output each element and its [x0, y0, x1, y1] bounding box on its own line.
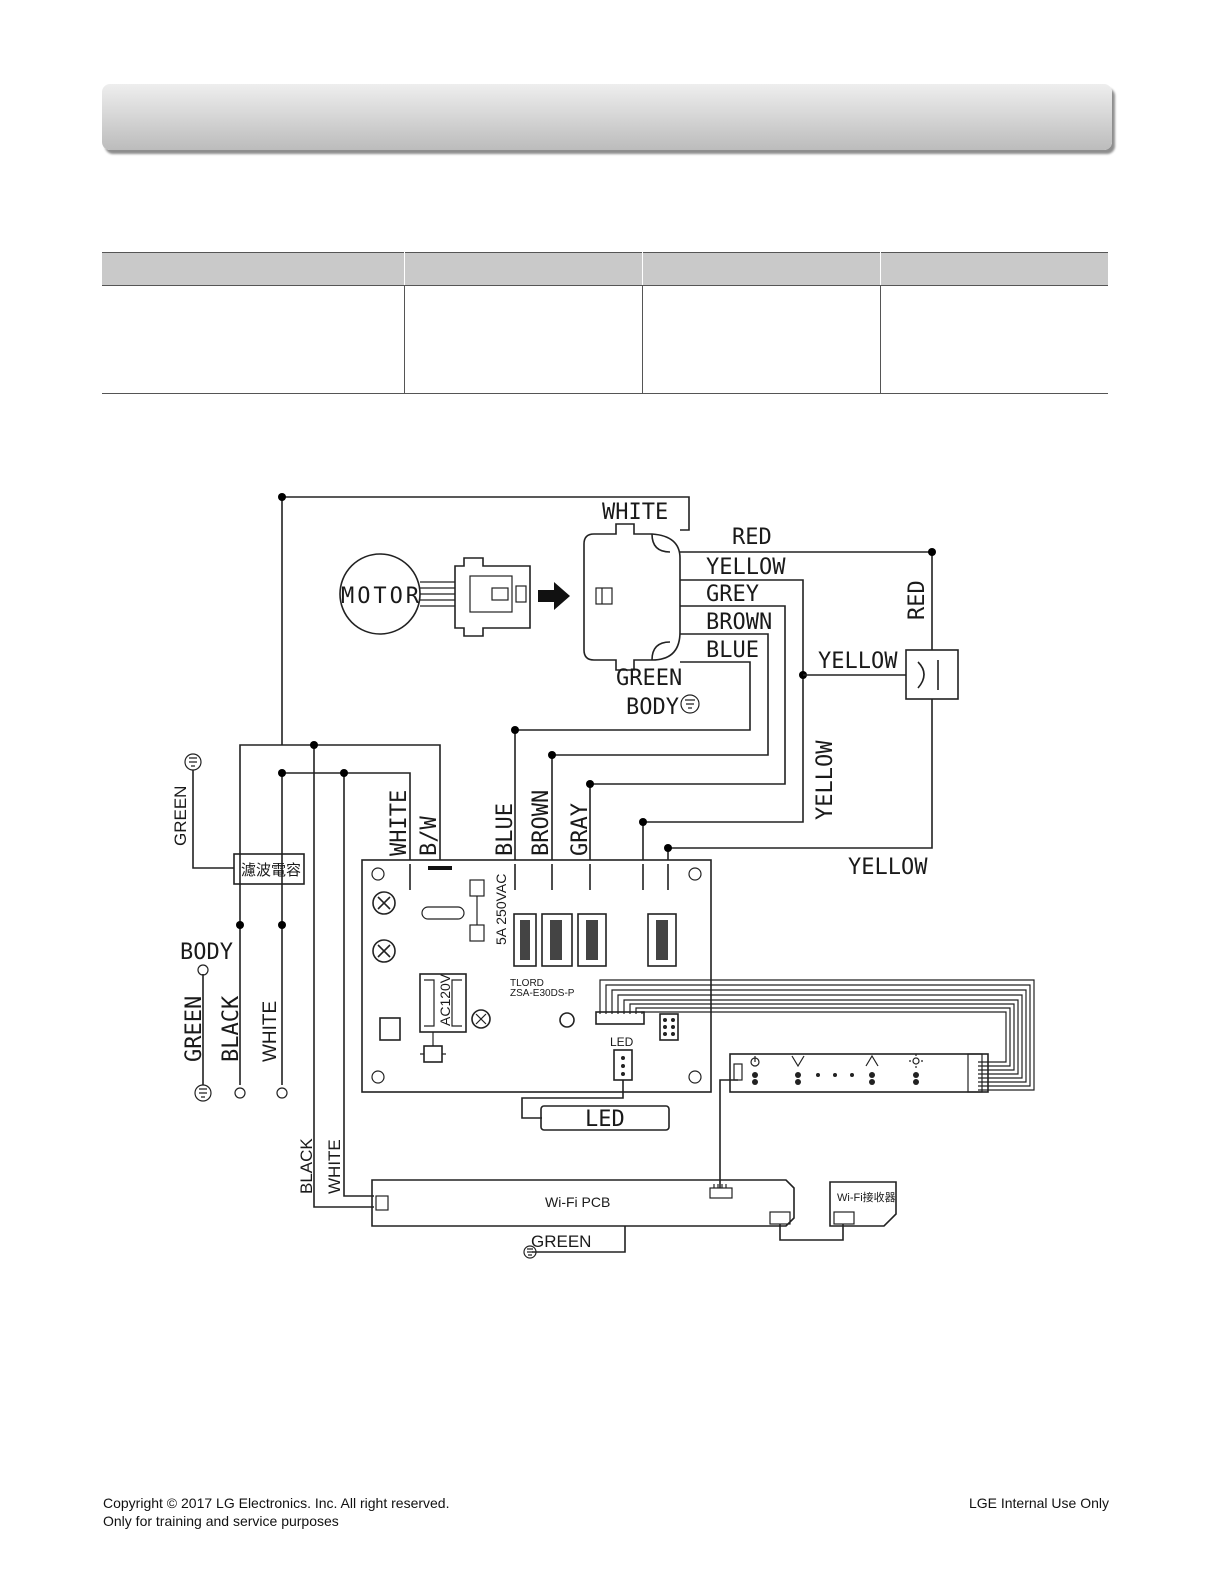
led-wire: [521, 1080, 624, 1119]
label-wifi-white: WHITE: [325, 1139, 344, 1194]
label-yellow-lower: YELLOW: [848, 855, 928, 880]
label-wifi-black: BLACK: [297, 1138, 316, 1194]
arrow-right-icon: [538, 582, 570, 610]
grey-wire: [589, 605, 786, 860]
footer-left: Copyright © 2017 LG Electronics. Inc. Al…: [103, 1494, 449, 1530]
pcb-model: ZSA-E30DS-P: [510, 988, 575, 999]
label-white-bottom: WHITE: [260, 1001, 281, 1062]
table-row: [102, 285, 1108, 394]
footer-training: Only for training and service purposes: [103, 1513, 339, 1529]
table-header-cell: [404, 252, 643, 286]
label-green: GREEN: [616, 666, 682, 691]
label-body-left: BODY: [180, 940, 233, 965]
motor-connector: [583, 523, 681, 671]
footer-copyright: Copyright © 2017 LG Electronics. Inc. Al…: [103, 1495, 450, 1511]
label-pcb-brown: BROWN: [529, 790, 554, 856]
screw-icon: [372, 939, 396, 963]
section-header-bar: [102, 84, 1112, 150]
panel-to-wifi-wire: [719, 1079, 738, 1188]
wifi-pcb: Wi-Fi PCB: [371, 1179, 795, 1227]
fuse-rating: 5A 250VAC: [493, 874, 509, 945]
transformer-label: AC120V: [437, 973, 453, 1026]
table-cell: [102, 285, 405, 394]
wifi-pcb-label: Wi-Fi PCB: [545, 1194, 610, 1210]
run-capacitor: [905, 649, 959, 700]
label-pcb-white: WHITE: [387, 790, 412, 856]
table-cell: [880, 285, 1108, 394]
ground-icon: [184, 753, 202, 771]
yellow-wire: [642, 579, 804, 860]
white-wire-loop: [281, 496, 690, 745]
label-body: BODY: [626, 695, 679, 720]
motor: MOTOR: [339, 553, 531, 637]
label-pcb-blue: BLUE: [493, 803, 518, 856]
table-header-cell: [102, 252, 405, 286]
spec-table: [102, 252, 1108, 394]
label-pcb-bw: B/W: [417, 816, 442, 856]
label-brown: BROWN: [706, 610, 772, 635]
pcb-maker: TLORD: [510, 978, 544, 989]
label-cap-yellow: YELLOW: [818, 649, 898, 674]
filter-capacitor-label: 濾波電容: [241, 862, 301, 879]
screw-icon: [372, 891, 396, 915]
led-header-label: LED: [610, 1035, 634, 1049]
table-header-cell: [880, 252, 1108, 286]
yellow-return-wire: [667, 699, 933, 860]
ground-icon: [523, 1245, 537, 1259]
black-wifi-wire: [313, 745, 374, 1208]
green-ground-wire: [192, 770, 234, 869]
motor-leads: [420, 581, 455, 607]
wifi-receiver-label: Wi-Fi接收器: [837, 1190, 896, 1204]
label-wifi-green: GREEN: [531, 1232, 591, 1251]
label-green-bottom: GREEN: [182, 996, 207, 1062]
wifi-receiver: Wi-Fi接收器: [829, 1181, 897, 1227]
screw-icon: [471, 1009, 491, 1029]
label-white: WHITE: [602, 500, 668, 525]
motor-label: MOTOR: [341, 584, 420, 609]
ground-icon: [680, 694, 700, 714]
table-header-row: [102, 252, 1108, 286]
ground-icon: [194, 1084, 212, 1102]
label-yellow: YELLOW: [706, 555, 786, 580]
power-icon: [750, 1056, 760, 1067]
label-grey: GREY: [706, 582, 759, 607]
led-box: [540, 1105, 670, 1131]
chevron-down-icon: [791, 1055, 805, 1068]
label-cap-red: RED: [905, 580, 930, 620]
junction-dot: [278, 493, 286, 501]
motor-plug: [454, 557, 531, 637]
label-pcb-gray: GRAY: [568, 803, 593, 856]
led-box-label: LED: [585, 1107, 625, 1132]
pcb-terminals: [409, 864, 669, 890]
label-black: BLACK: [219, 995, 244, 1062]
white-wifi-wire: [343, 773, 374, 1197]
light-icon: [909, 1054, 923, 1068]
motor-plug-window: [469, 575, 513, 613]
label-green-left: GREEN: [171, 786, 190, 846]
footer-internal: LGE Internal Use Only: [968, 1495, 1109, 1511]
chevron-up-icon: [865, 1054, 879, 1067]
table-cell: [404, 285, 643, 394]
blue-wire: [514, 661, 751, 860]
table-header-cell: [642, 252, 881, 286]
label-red: RED: [732, 525, 772, 550]
control-panel: [729, 1053, 989, 1093]
ribbon-cable: [599, 979, 1035, 1091]
table-cell: [642, 285, 881, 394]
filter-capacitor-box: [233, 853, 305, 885]
label-yellow-vertical: YELLOW: [813, 740, 838, 820]
label-blue: BLUE: [706, 638, 759, 663]
brown-wire: [551, 633, 769, 860]
wifi-green-wire: [532, 1226, 626, 1253]
receiver-wire: [779, 1224, 844, 1241]
bw-wire: [239, 744, 441, 1085]
main-pcb: 5A 250VAC TLORD ZSA-E30DS-P AC120V LED: [361, 859, 712, 1093]
